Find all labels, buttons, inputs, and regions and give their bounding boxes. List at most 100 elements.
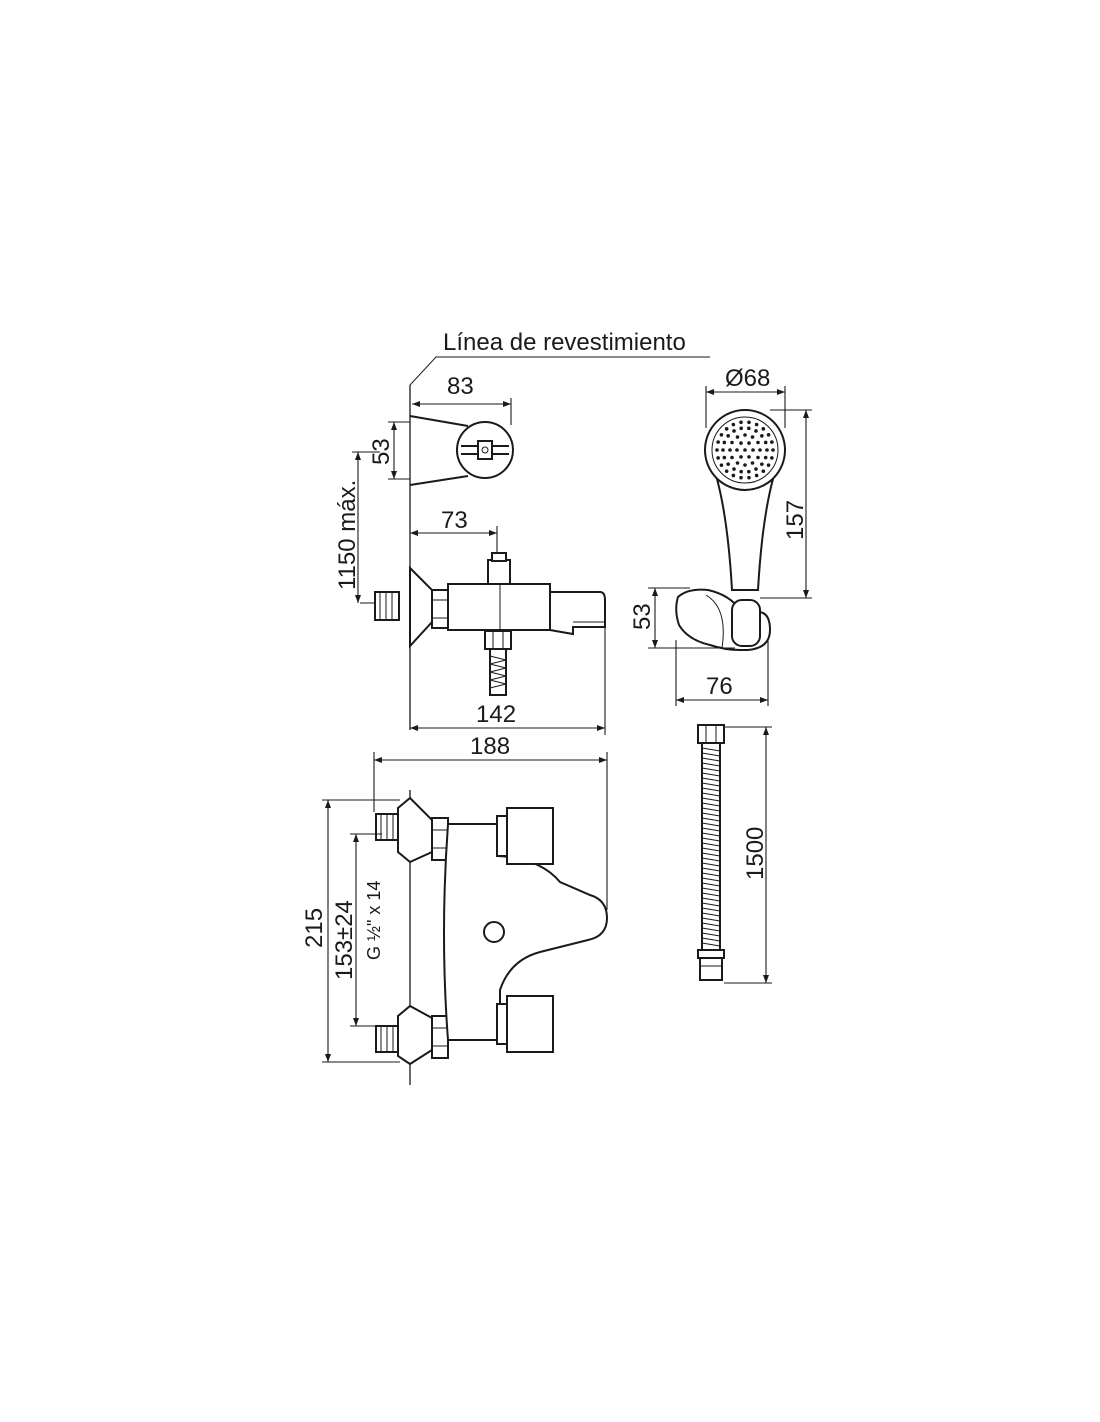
hose-coil — [701, 872, 721, 877]
nozzle-dot — [735, 435, 740, 439]
hose-coil — [701, 782, 721, 787]
thread-spec-label: G ½" x 14 — [364, 881, 384, 960]
shower-support — [675, 588, 772, 651]
nozzle-dot — [731, 473, 736, 478]
nozzle-dot — [739, 441, 743, 445]
hose-coil — [701, 807, 721, 812]
nozzle-dot — [721, 448, 725, 452]
dim-153-label: 153±24 — [331, 900, 358, 980]
dimension-142: 142 — [410, 627, 606, 735]
hose-coil — [701, 922, 721, 927]
mixer-front-view — [375, 796, 609, 1066]
hose-coil — [701, 852, 721, 857]
nozzle-dot — [743, 448, 747, 452]
hose-coil — [701, 897, 721, 902]
nozzle-dot — [739, 420, 743, 425]
hose-coil — [701, 772, 721, 777]
wall-line-label: Línea de revestimiento — [443, 329, 686, 356]
dimension-53-holder: 53 — [368, 421, 410, 480]
hose-coil — [701, 802, 721, 807]
dim-188-label: 188 — [470, 733, 510, 760]
hose-coil — [701, 932, 721, 937]
hose-coil — [701, 757, 721, 762]
nozzle-dot — [765, 448, 769, 452]
dimension-215: 215 — [301, 799, 400, 1063]
nozzle-dot — [732, 429, 736, 433]
nozzle-dot — [771, 448, 775, 452]
nozzle-dot — [724, 427, 729, 431]
hose-coil — [701, 877, 721, 882]
nozzle-dot — [731, 422, 736, 427]
nozzle-dot — [747, 475, 751, 480]
hose-coil — [701, 842, 721, 847]
hose-coil — [701, 882, 721, 887]
nozzle-dot — [726, 462, 730, 466]
nozzle-dot — [739, 426, 743, 431]
nozzle-dot — [716, 456, 720, 460]
hose-coil — [701, 857, 721, 862]
hose-coil — [701, 902, 721, 907]
hose-coil — [701, 912, 721, 917]
nozzle-dot — [715, 448, 719, 452]
hose-coil — [701, 942, 721, 947]
hose-coil — [701, 892, 721, 897]
nozzle-dot — [770, 440, 774, 444]
nozzle-dot — [763, 455, 768, 460]
nozzle-dot — [735, 448, 739, 452]
hose-coil — [701, 762, 721, 767]
hose-coil — [701, 767, 721, 772]
nozzle-dot — [761, 427, 766, 431]
nozzle-dot — [732, 467, 736, 471]
nozzle-dot — [722, 440, 727, 445]
hose-coil — [701, 827, 721, 832]
nozzle-dot — [730, 440, 734, 445]
hose-coil — [701, 822, 721, 827]
hose-coils — [701, 747, 721, 947]
shower-hose — [697, 724, 725, 981]
nozzle-dot — [761, 469, 766, 473]
hose-coil — [701, 812, 721, 817]
dim-d68-label: Ø68 — [725, 365, 770, 392]
dim-215-label: 215 — [301, 908, 328, 948]
dimension-83: 83 — [412, 373, 512, 425]
nozzle-dot — [754, 473, 759, 478]
nozzle-dot — [760, 434, 764, 438]
nozzle-dot — [735, 461, 740, 465]
hose-coil — [701, 887, 721, 892]
hose-coil — [701, 927, 721, 932]
nozzle-dot — [739, 475, 743, 480]
hose-coil — [701, 792, 721, 797]
nozzle-dot — [763, 440, 768, 445]
mixer-side-view — [360, 552, 606, 696]
dimension-53-support: 53 — [629, 587, 735, 649]
nozzle-dot — [719, 463, 724, 467]
hose-coil — [701, 862, 721, 867]
hose-coil — [701, 797, 721, 802]
nozzle-dot — [754, 429, 758, 433]
nozzle-dot — [770, 456, 774, 460]
hose-coil — [701, 817, 721, 822]
dim-1150-label: 1150 máx. — [334, 480, 361, 590]
nozzle-dot — [739, 469, 743, 474]
shower-holder-top-view — [409, 415, 514, 486]
nozzle-dot — [750, 435, 755, 439]
nozzle-dot — [747, 420, 751, 425]
nozzle-dot — [716, 440, 720, 444]
dimension-76: 76 — [675, 640, 769, 706]
dimension-157: 157 — [760, 409, 812, 599]
nozzle-dot — [722, 455, 727, 460]
nozzle-dot — [739, 455, 743, 459]
nozzle-dot — [730, 455, 734, 460]
hand-shower — [704, 409, 786, 591]
nozzle-dot — [766, 463, 771, 467]
hose-coil — [701, 867, 721, 872]
nozzle-dot — [747, 455, 751, 459]
dim-76-label: 76 — [706, 673, 733, 700]
nozzle-dot — [747, 469, 751, 474]
dim-53-support-label: 53 — [629, 603, 656, 630]
hose-coil — [701, 937, 721, 942]
nozzle-dot — [719, 433, 724, 437]
nozzle-dot — [760, 462, 764, 466]
hose-coil — [701, 787, 721, 792]
